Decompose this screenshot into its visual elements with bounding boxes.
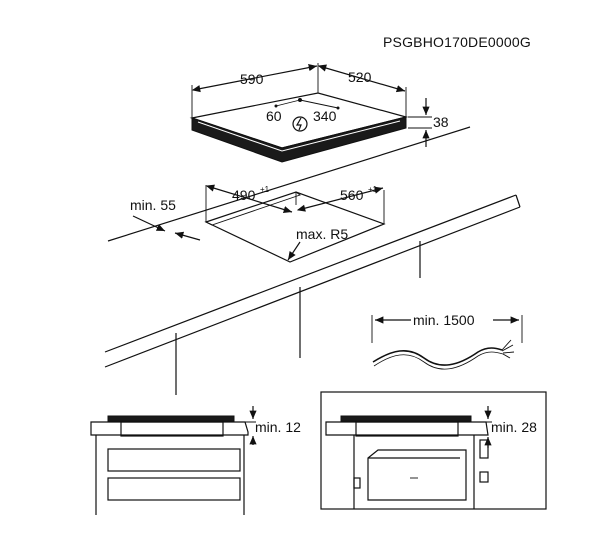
dim-hob-depth: 520 [348, 69, 372, 85]
cable-drawing [371, 315, 523, 370]
product-code: PSGBHO170DE0000G [383, 34, 531, 50]
dim-490-line [205, 184, 293, 213]
dim-cutout-width: 490 [232, 187, 256, 203]
dim-60-line [275, 99, 301, 107]
dim-cutout-radius: max. R5 [296, 226, 348, 242]
dim-min-12: min. 12 [255, 419, 301, 435]
dim-hob-height: 38 [433, 114, 449, 130]
install-detail-right [320, 391, 547, 510]
dim-cable-length: min. 1500 [413, 312, 475, 328]
dim-590-line [191, 64, 318, 93]
dim-520-line [317, 64, 406, 93]
hob-drawing [189, 63, 432, 163]
dim-560-line [296, 186, 384, 212]
dim-hob-width: 590 [240, 71, 264, 87]
dim-cutout-depth: 560 [340, 187, 364, 203]
power-cable [372, 347, 503, 366]
dim-min-edge: min. 55 [130, 197, 176, 213]
dim-340-line [299, 99, 339, 109]
hob-edge [191, 116, 407, 163]
dim-connection-right: 340 [313, 108, 337, 124]
worktop-drawing [104, 126, 521, 395]
dim-cutout-depth-tol: +1 [368, 185, 378, 194]
dim-min-28: min. 28 [491, 419, 537, 435]
power-connection-icon [292, 116, 308, 132]
dim-cutout-width-tol: +1 [260, 185, 270, 194]
install-detail-left [90, 406, 257, 515]
dim-connection-left: 60 [266, 108, 282, 124]
